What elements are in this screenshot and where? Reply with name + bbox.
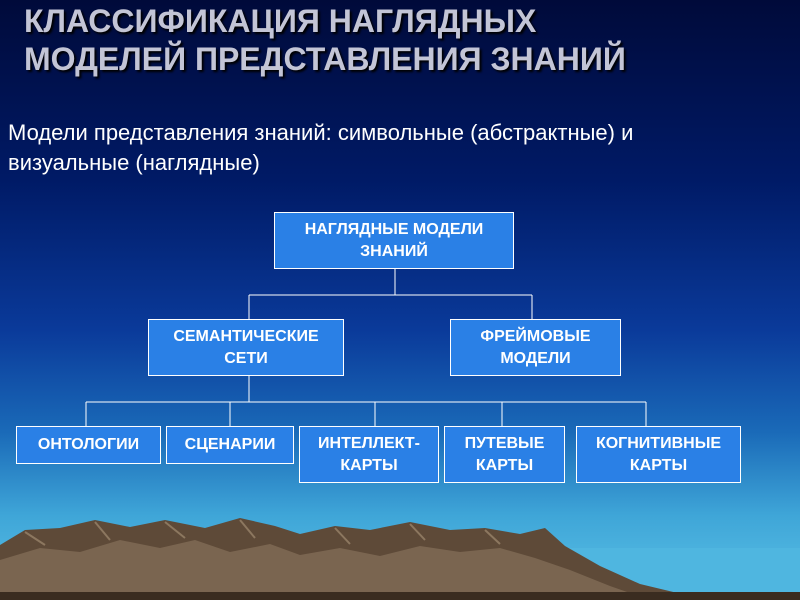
slide-title-line: МОДЕЛЕЙ ПРЕДСТАВЛЕНИЯ ЗНАНИЙ: [24, 41, 626, 77]
node-scenarios: СЦЕНАРИИ: [166, 426, 294, 464]
node-route-maps: ПУТЕВЫЕ КАРТЫ: [444, 426, 565, 483]
node-label: КАРТЫ: [340, 456, 398, 474]
node-semantic-networks: СЕМАНТИЧЕСКИЕ СЕТИ: [148, 319, 344, 376]
node-label: ИНТЕЛЛЕКТ-: [318, 434, 420, 452]
slide-subtitle: Модели представления знаний: символьные …: [8, 118, 788, 178]
node-cognitive-maps: КОГНИТИВНЫЕ КАРТЫ: [576, 426, 741, 483]
node-ontologies: ОНТОЛОГИИ: [16, 426, 161, 464]
mountain-range-front: [0, 540, 650, 600]
slide-title: КЛАССИФИКАЦИЯ НАГЛЯДНЫХ МОДЕЛЕЙ ПРЕДСТАВ…: [24, 2, 784, 78]
node-visual-models: НАГЛЯДНЫЕ МОДЕЛИ ЗНАНИЙ: [274, 212, 514, 269]
node-label: НАГЛЯДНЫЕ МОДЕЛИ: [304, 220, 484, 238]
slide-subtitle-line: Модели представления знаний: символьные …: [8, 120, 634, 145]
node-label: КОГНИТИВНЫЕ: [595, 434, 722, 452]
node-label: СЕТИ: [224, 349, 268, 367]
mountain-highlights: [24, 519, 501, 546]
node-label: СЕМАНТИЧЕСКИЕ: [173, 327, 319, 345]
node-label: ЗНАНИЙ: [360, 242, 428, 260]
shoreline: [0, 592, 800, 600]
node-label: КАРТЫ: [629, 456, 688, 474]
node-label: МОДЕЛИ: [500, 349, 571, 367]
node-label: ОНТОЛОГИИ: [37, 436, 140, 453]
node-label: СЦЕНАРИИ: [184, 436, 276, 453]
slide-title-line: КЛАССИФИКАЦИЯ НАГЛЯДНЫХ: [24, 3, 537, 39]
slide-subtitle-line: визуальные (наглядные): [8, 150, 260, 175]
node-label: ПУТЕВЫЕ: [464, 434, 545, 452]
node-mind-maps: ИНТЕЛЛЕКТ- КАРТЫ: [299, 426, 439, 483]
node-label: КАРТЫ: [475, 456, 534, 474]
node-label: ФРЕЙМОВЫЕ: [480, 327, 591, 345]
node-frame-models: ФРЕЙМОВЫЕ МОДЕЛИ: [450, 319, 621, 376]
